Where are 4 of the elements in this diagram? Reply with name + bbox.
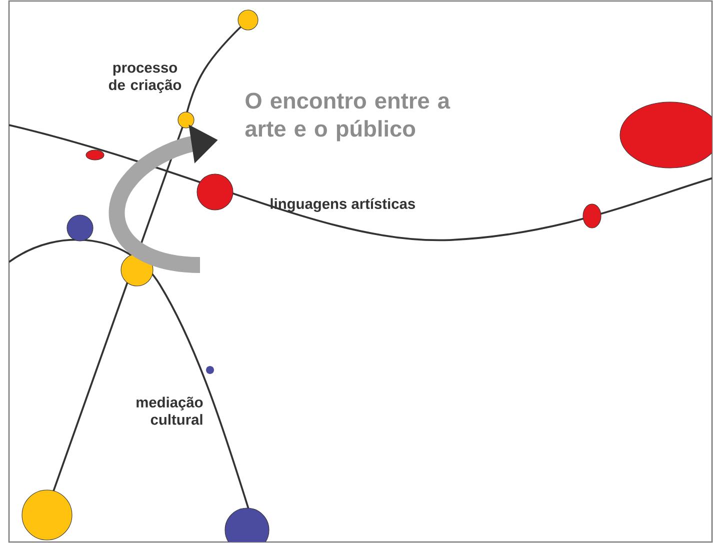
title: O encontro entre a arte e o público: [245, 92, 450, 142]
caption-label: processo de criação: [108, 64, 182, 93]
caption-label: linguagens artísticas: [270, 198, 415, 212]
caption-label: mediação cultural: [136, 396, 203, 425]
